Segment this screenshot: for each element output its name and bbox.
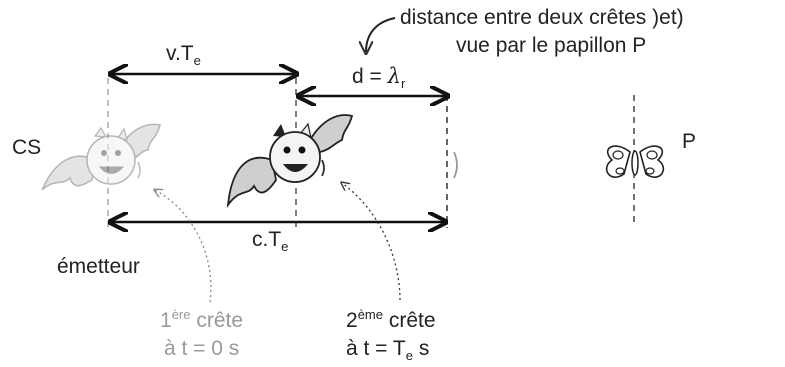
v-te-label: v.Te: [166, 42, 201, 69]
pointer-arrow-distance: [366, 17, 396, 52]
leader-first-crest: [155, 190, 212, 303]
emetteur-label: émetteur: [57, 255, 140, 278]
butterfly-icon: [606, 145, 664, 178]
butterfly-p-label: P: [682, 130, 697, 153]
c-te-label: c.Te: [252, 228, 289, 255]
first-crest-time: à t = 0 s: [164, 337, 240, 360]
bat-icon: [226, 114, 354, 209]
d-lambda-label: d = λr: [352, 64, 406, 92]
first-crest-label: 1ère crête: [160, 307, 244, 332]
cs-label: CS: [12, 136, 42, 159]
wave-crest-arc: [453, 151, 458, 179]
leader-second-crest: [342, 183, 401, 301]
bat-faded-icon: [41, 123, 161, 191]
distance-label-line1: distance entre deux crêtes )et): [400, 6, 684, 29]
second-crest-label: 2ème crête: [346, 307, 436, 332]
second-crest-time: à t = Te s: [346, 337, 430, 364]
distance-label-line2: vue par le papillon P: [456, 34, 647, 57]
